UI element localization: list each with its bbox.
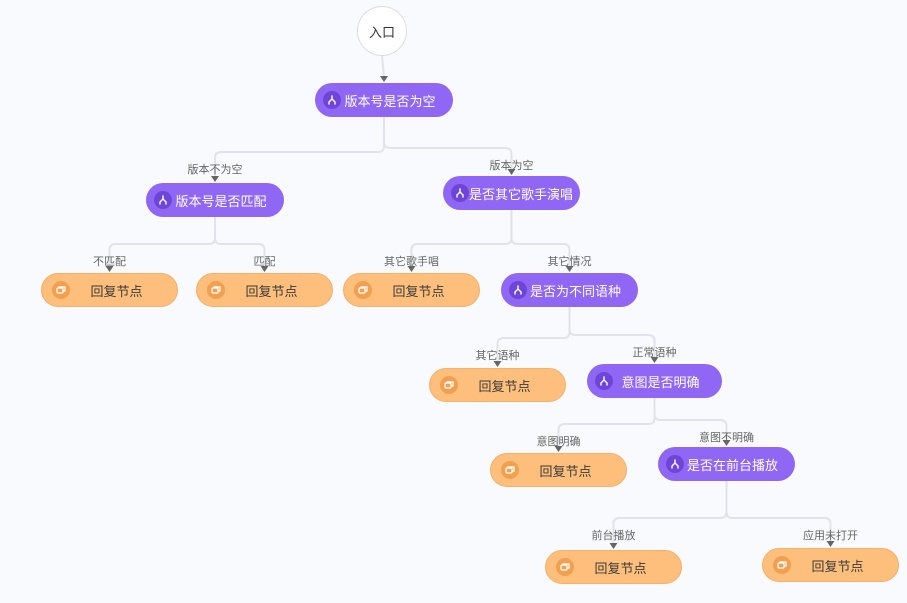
edge-label: 意图不明确 <box>699 431 754 444</box>
node-label: 意图是否明确 <box>621 375 700 391</box>
node-label: 回复节点 <box>594 561 647 577</box>
reply-icon <box>773 556 791 574</box>
branch-icon <box>666 455 684 473</box>
node-label: 是否在前台播放 <box>686 458 778 474</box>
condition-node-n7[interactable]: 是否为不同语种 <box>501 273 638 307</box>
edge-label: 版本为空 <box>489 159 534 172</box>
branch-icon <box>509 281 527 299</box>
branch-icon <box>323 91 341 109</box>
edge-n9-n11 <box>653 398 728 441</box>
reply-node-n5[interactable]: 回复节点 <box>196 273 333 307</box>
reply-node-n12[interactable]: 回复节点 <box>545 550 682 584</box>
edge-n11-n13 <box>725 481 832 542</box>
edge-label: 其它歌手唱 <box>384 255 439 268</box>
condition-node-n1[interactable]: 版本号是否为空 <box>315 83 453 117</box>
node-label: 是否其它歌手演唱 <box>469 187 574 203</box>
edge-label: 匹配 <box>253 255 276 268</box>
arrow-icon <box>650 357 659 363</box>
reply-icon <box>501 461 519 479</box>
edge-n1-n2 <box>214 117 385 177</box>
arrow-icon <box>565 266 574 272</box>
reply-node-n4[interactable]: 回复节点 <box>41 273 178 307</box>
reply-node-n10[interactable]: 回复节点 <box>490 453 627 487</box>
arrow-icon <box>211 176 219 182</box>
edge-label: 其它语种 <box>475 349 520 362</box>
arrow-icon <box>260 266 269 272</box>
edge-n7-n8 <box>496 307 571 362</box>
node-label: 版本号是否匹配 <box>175 194 267 210</box>
arrow-icon <box>722 440 731 446</box>
edge-label: 意图明确 <box>536 435 581 448</box>
condition-node-n2[interactable]: 版本号是否匹配 <box>146 183 284 217</box>
node-label: 版本号是否为空 <box>344 94 436 110</box>
arrow-icon <box>826 541 835 547</box>
node-label: 回复节点 <box>392 284 445 300</box>
edge-entry-n1 <box>381 55 385 78</box>
reply-node-n13[interactable]: 回复节点 <box>762 548 899 582</box>
edge-label: 前台播放 <box>591 529 636 542</box>
reply-icon <box>207 281 225 299</box>
node-label: 回复节点 <box>90 284 143 300</box>
arrow-icon <box>407 266 416 272</box>
edge-n7-n9 <box>568 307 656 358</box>
reply-icon <box>52 281 70 299</box>
reply-node-n6[interactable]: 回复节点 <box>343 273 480 307</box>
branch-icon <box>595 372 613 390</box>
node-label: 回复节点 <box>245 284 298 300</box>
edge-label: 其它情况 <box>547 255 592 268</box>
edge-n9-n10 <box>557 398 656 447</box>
arrow-icon <box>554 446 563 452</box>
node-label: 是否为不同语种 <box>529 284 621 300</box>
arrow-icon <box>105 266 114 272</box>
reply-icon <box>354 281 372 299</box>
reply-icon <box>440 376 458 394</box>
node-label: 回复节点 <box>478 379 531 395</box>
edge-n2-n5 <box>214 217 266 267</box>
edge-label: 正常语种 <box>632 346 677 359</box>
edge-n1-n3 <box>383 117 513 170</box>
edge-label: 不匹配 <box>93 255 126 268</box>
node-label: 回复节点 <box>539 464 592 480</box>
reply-icon <box>556 558 574 576</box>
node-label: 回复节点 <box>811 559 864 575</box>
branch-icon <box>154 191 172 209</box>
arrow-icon <box>507 169 516 175</box>
arrow-icon <box>493 361 502 367</box>
edge-n3-n7 <box>510 210 571 267</box>
condition-node-n11[interactable]: 是否在前台播放 <box>658 447 795 481</box>
arrow-icon <box>609 543 618 549</box>
edge-label: 版本不为空 <box>187 163 243 176</box>
reply-node-n8[interactable]: 回复节点 <box>429 368 566 402</box>
condition-node-n9[interactable]: 意图是否明确 <box>587 364 722 398</box>
condition-node-n3[interactable]: 是否其它歌手演唱 <box>443 176 580 210</box>
arrow-icon <box>380 76 388 82</box>
entry-node[interactable]: 入口 <box>357 6 407 56</box>
branch-icon <box>451 184 469 202</box>
edge-label: 应用未打开 <box>803 529 858 542</box>
